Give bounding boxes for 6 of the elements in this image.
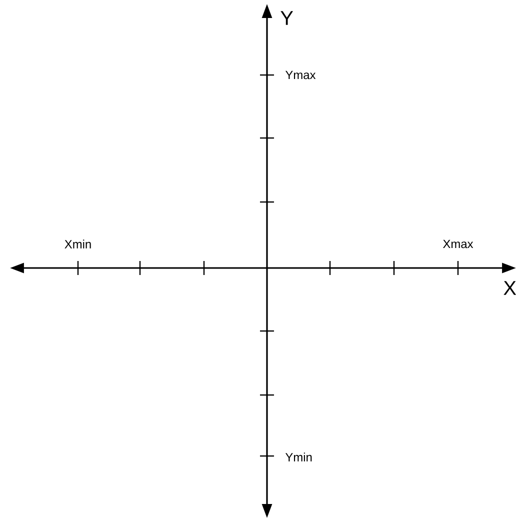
axis-label: Y: [280, 11, 294, 25]
axis-label: Ymin: [285, 452, 312, 462]
axis-label: Xmax: [442, 240, 474, 248]
axis-label: Ymax: [285, 70, 316, 80]
axis-label: X: [504, 281, 516, 295]
axis-label: Xmin: [64, 240, 91, 248]
